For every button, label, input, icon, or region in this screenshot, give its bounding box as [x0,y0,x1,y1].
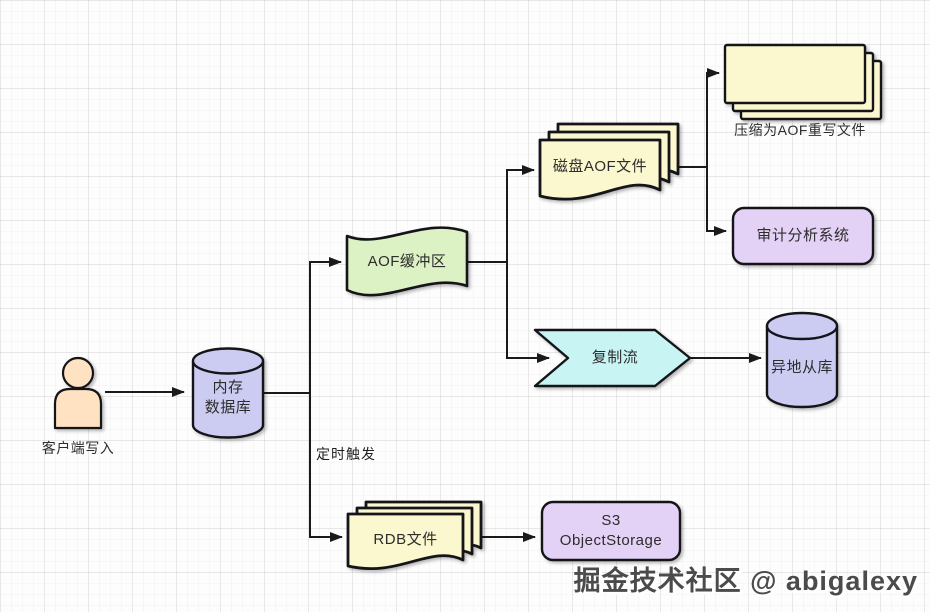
s3-shape [540,500,682,562]
audit-system-shape [731,206,875,266]
remote-slave-cylinder [765,311,839,409]
audit-system-label: 审计分析系统 [756,226,850,244]
edge-memdb-to-aofbuffer [263,257,342,394]
rdb-files-shape [346,500,483,571]
aof-buffer-label: AOF缓冲区 [367,252,447,270]
disk-aof-files-label: 磁盘AOF文件 [552,157,648,175]
client-label: 客户端写入 [41,439,115,456]
rewrite-files-shape [723,43,883,121]
disk-aof-files-shape [538,122,680,201]
edge-to-diskaof [506,165,535,262]
edge-to-replication [506,262,550,363]
rdb-files-label: RDB文件 [373,530,438,548]
rewrite-files-label: 压缩为AOF重写文件 [734,121,866,138]
timer-trigger-label: 定时触发 [316,446,376,462]
aof-buffer-shape [345,226,469,297]
replication-stream-label: 复制流 [591,348,639,366]
edge-memdb-to-rdb [309,393,343,542]
remote-slave-label: 异地从库 [770,358,833,376]
client-user-icon [53,356,103,430]
memory-db-label: 内存数据库 [204,378,252,416]
memory-db-cylinder [191,347,265,439]
replication-stream-shape [533,328,692,388]
edge-to-rewrite [706,68,720,167]
edge-to-audit [706,167,727,236]
watermark-text: 掘金技术社区 @ abigalexy [573,566,918,596]
